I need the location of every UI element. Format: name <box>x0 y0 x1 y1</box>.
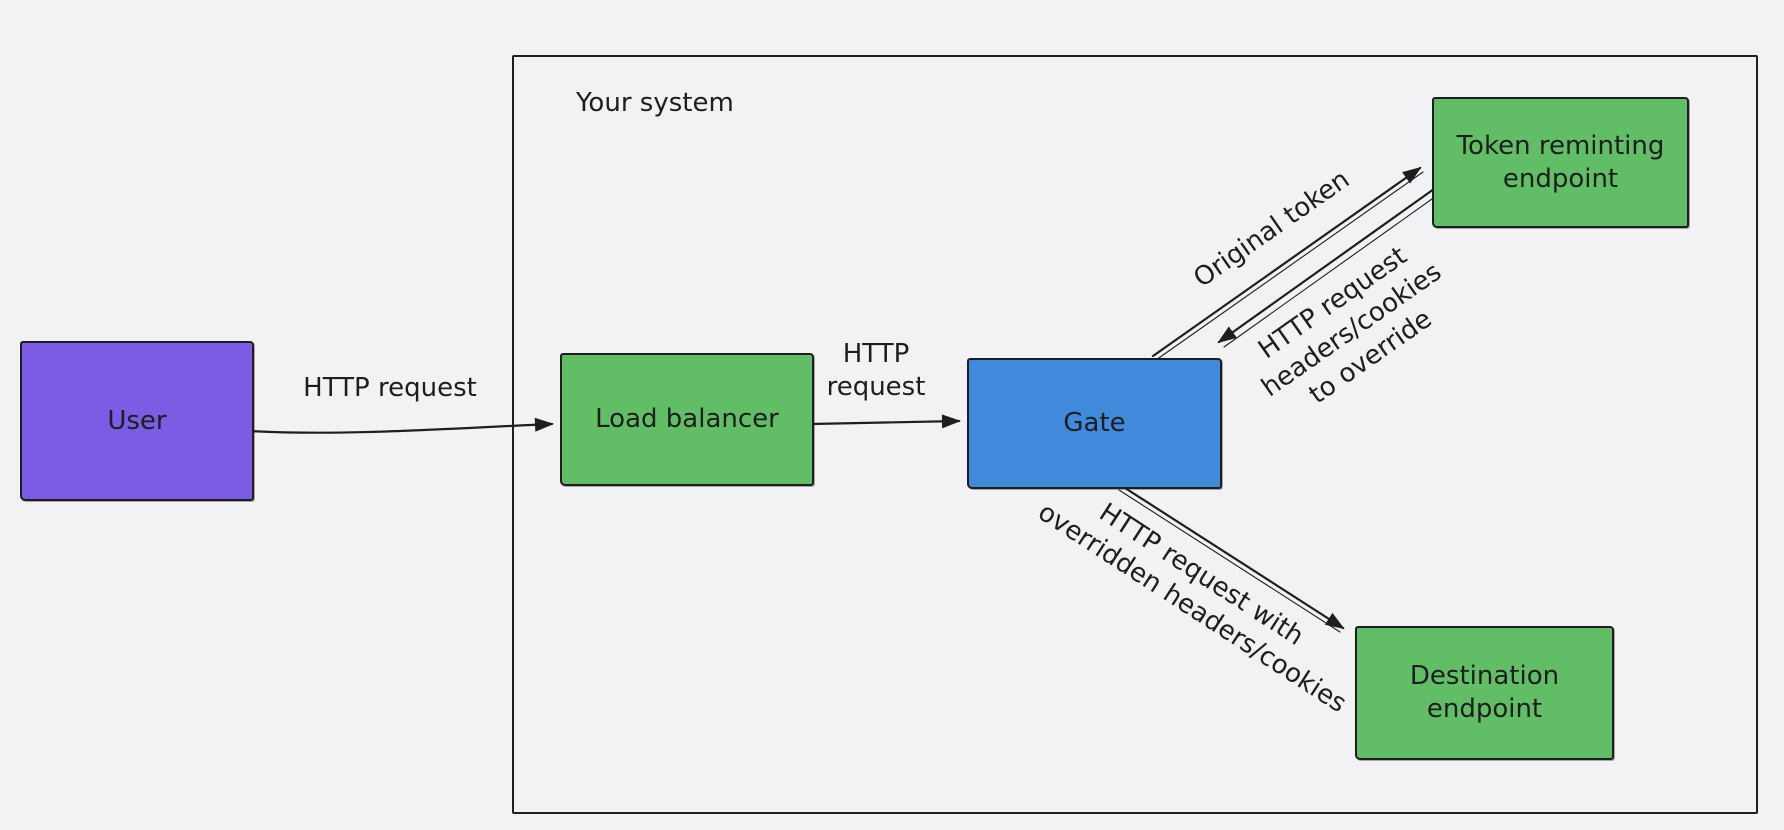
edge-label-line: request <box>826 372 926 402</box>
node-gate: Gate <box>967 358 1222 489</box>
node-destination-endpoint-label: Destination endpoint <box>1409 661 1560 724</box>
node-load-balancer-label: Load balancer <box>595 404 779 434</box>
node-user: User <box>20 341 254 501</box>
edge-label-http-request-user-lb: HTTP request <box>303 373 477 403</box>
edge-label-line: HTTP <box>842 339 910 369</box>
arrow-user-to-load-balancer <box>248 417 554 434</box>
your-system-container <box>512 55 1758 814</box>
node-gate-label: Gate <box>1063 408 1126 438</box>
node-token-reminting-endpoint-label: Token reminting endpoint <box>1456 130 1665 194</box>
node-load-balancer: Load balancer <box>560 353 814 486</box>
your-system-label: Your system <box>576 88 734 118</box>
edge-label-http-request-lb-gate: HTTP request <box>806 338 946 404</box>
node-user-label: User <box>107 405 167 436</box>
node-destination-endpoint: Destination endpoint <box>1355 626 1614 760</box>
node-token-reminting-endpoint: Token reminting endpoint <box>1432 97 1689 228</box>
